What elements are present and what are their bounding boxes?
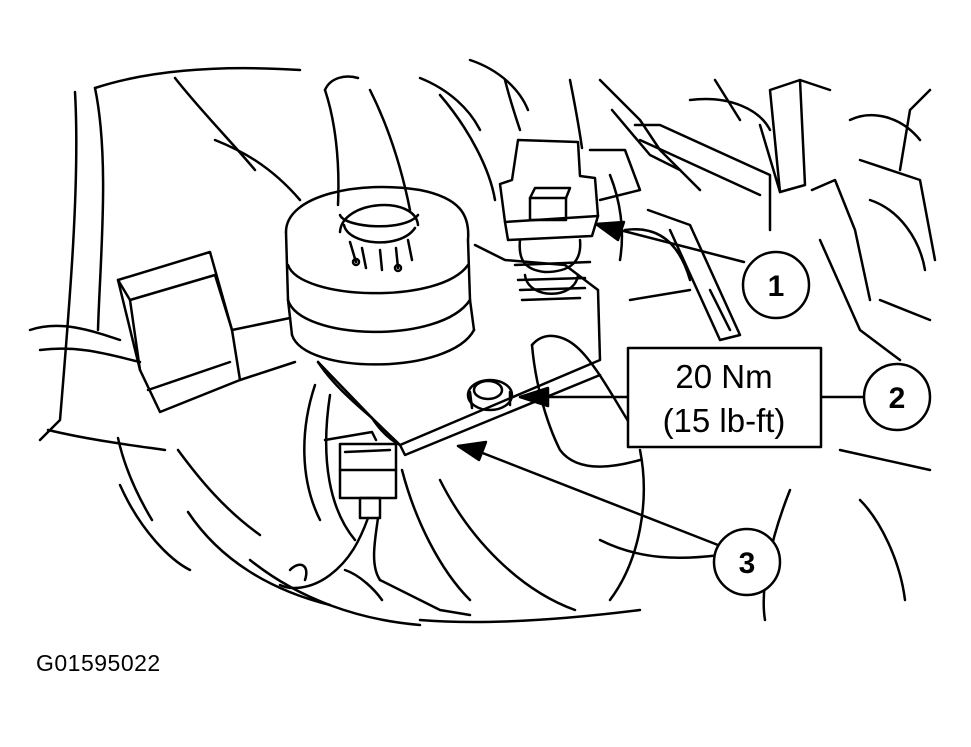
pressure-sensor-connector [498,138,600,302]
callout-3-label: 3 [739,547,756,580]
arrowhead-1 [594,220,626,242]
torque-spec-line-2: (15 lb-ft) [663,402,786,439]
fluid-reservoir [284,185,476,366]
leader-lines [456,220,866,547]
electrical-connector [278,430,472,617]
mounting-bracket [316,243,602,457]
arrowhead-2 [518,386,550,408]
arrowhead-3 [456,440,488,462]
bracket-bolt [466,378,514,412]
leader-line-1 [610,226,746,264]
callout-2-label: 2 [889,382,906,415]
callout-1: 1 [741,250,811,320]
callout-2: 2 [862,362,932,432]
callout-3: 3 [712,527,782,597]
torque-spec-line-1: 20 Nm [675,358,772,395]
figure-id: G01595022 [36,650,161,676]
engine-background [28,58,937,627]
leader-line-3 [478,450,720,547]
hoses [323,75,642,468]
torque-spec-box: 20 Nm (15 lb-ft) [626,346,823,449]
callout-1-label: 1 [768,270,785,303]
